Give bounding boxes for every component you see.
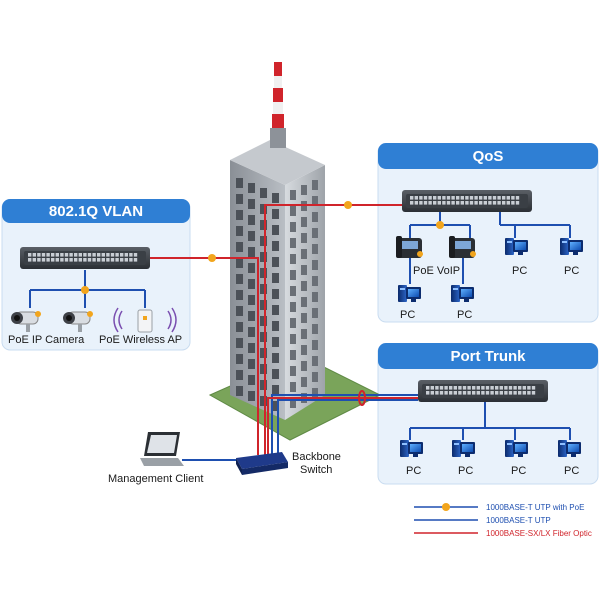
vlan-switch [20,247,150,269]
trunk-panel: Port Trunk PC PC PC PC [377,343,599,485]
camera-label: PoE IP Camera [8,334,85,346]
pc-label: PC [564,265,579,277]
poe-marker [344,201,352,209]
legend-label: 1000BASE-T UTP [486,516,551,525]
trunk-switch [418,380,548,402]
wireless-ap-icon [113,307,177,333]
management-label: Management Client [108,473,203,485]
voip-phone-icon [449,236,476,258]
cabling [150,201,418,461]
trunk-panel-header [378,343,598,369]
vlan-panel-title: 802.1Q VLAN [49,203,143,220]
laptop-icon [140,432,184,466]
pc-label: PC [457,309,472,321]
poe-marker [442,503,450,511]
pc-label: PC [458,465,473,477]
vlan-panel: 802.1Q VLAN [1,199,191,351]
pc-label: PC [564,465,579,477]
qos-panel-title: QoS [473,148,504,165]
backbone-label-line1: Backbone [292,451,341,463]
qos-panel: QoS [377,143,599,323]
trunk-links [409,402,571,440]
trunk-panel-title: Port Trunk [450,348,526,365]
antenna-icon [270,62,286,148]
backbone-label-line2: Switch [300,464,332,476]
qos-switch [402,190,532,212]
pc-label: PC [512,265,527,277]
backbone-switch-icon [236,452,288,475]
poe-marker [436,221,444,229]
ip-camera-icon [63,311,93,332]
voip-phone-icon [396,236,423,258]
pc-label: PC [406,465,421,477]
voip-label: PoE VoIP [413,265,460,277]
legend-label: 1000BASE-T UTP with PoE [486,503,584,512]
legend-label: 1000BASE-SX/LX Fiber Optic [486,529,592,538]
vlan-panel-header [2,199,190,223]
poe-marker [208,254,216,262]
pc-label: PC [511,465,526,477]
tower-building [208,62,382,441]
poe-marker [81,286,89,294]
ap-label: PoE Wireless AP [99,334,182,346]
ip-camera-icon [11,311,41,332]
pc-label: PC [400,309,415,321]
legend: 1000BASE-T UTP with PoE 1000BASE-T UTP 100… [414,503,592,538]
qos-panel-header [378,143,598,169]
